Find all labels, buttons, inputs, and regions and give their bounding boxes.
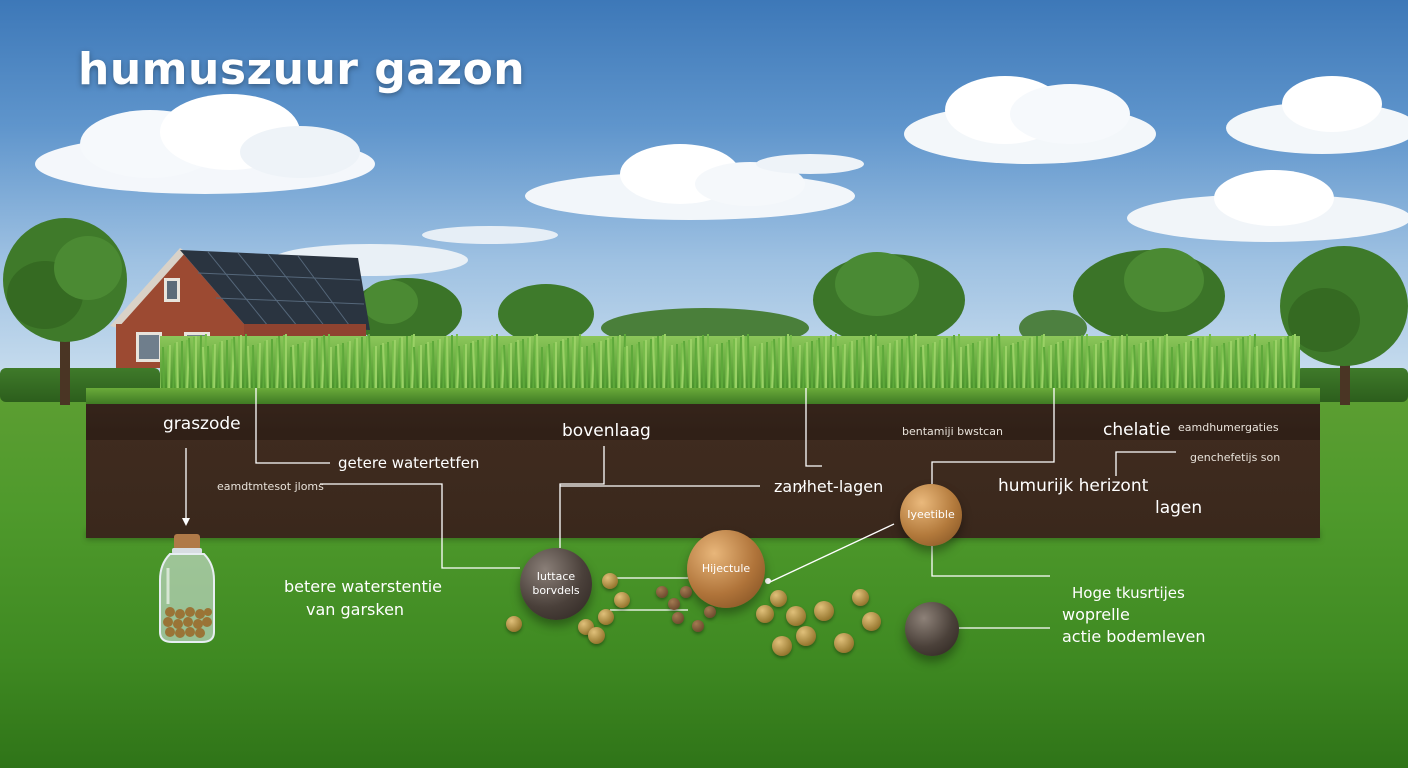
pellet bbox=[614, 592, 630, 608]
pellet bbox=[656, 586, 668, 598]
label-woprelle: woprelle bbox=[1062, 605, 1130, 624]
pellet bbox=[862, 612, 881, 631]
sphere-label-line: Iuttace bbox=[532, 570, 579, 584]
pellet bbox=[506, 616, 522, 632]
pellet bbox=[834, 633, 854, 653]
pellet bbox=[598, 609, 614, 625]
pellet bbox=[786, 606, 806, 626]
pellet bbox=[770, 590, 787, 607]
label-hoge-tkusrtijes: Hoge tkusrtijes bbox=[1072, 584, 1185, 602]
sphere-label-line: Hijectule bbox=[702, 562, 750, 576]
pellet bbox=[796, 626, 816, 646]
label-actieve-bodemleven: actie bodemleven bbox=[1062, 627, 1206, 646]
label-betere-waterteffen: getere watertetfen bbox=[338, 454, 479, 472]
pellet bbox=[588, 627, 605, 644]
pellet bbox=[668, 598, 680, 610]
pellet bbox=[602, 573, 618, 589]
sphere-label-line: Iyeetible bbox=[907, 508, 954, 522]
pellet bbox=[672, 612, 684, 624]
label-betere-waterstentie: betere waterstentie bbox=[284, 577, 442, 596]
label-bovenlaag: bovenlaag bbox=[562, 421, 651, 441]
label-van-garsken: van garsken bbox=[306, 600, 404, 619]
sphere-bronze-large: Hijectule bbox=[687, 530, 765, 608]
label-humergaties: eamdhumergaties bbox=[1178, 421, 1279, 434]
jar-icon bbox=[156, 534, 218, 646]
label-omdelen: eamdtmtesot jloms bbox=[217, 480, 324, 493]
label-humusrijk-horizont: humurijk herizont bbox=[998, 476, 1148, 496]
label-genchelet: genchefetijs son bbox=[1190, 451, 1280, 464]
pellet bbox=[692, 620, 704, 632]
pellet bbox=[772, 636, 792, 656]
pellet bbox=[704, 606, 716, 618]
pellet bbox=[852, 589, 869, 606]
sphere-humic-particle: Iuttace borvdels bbox=[520, 548, 592, 620]
label-chelatie: chelatie bbox=[1103, 420, 1171, 440]
label-graszode: graszode bbox=[163, 414, 241, 434]
sphere-bronze-small: Iyeetible bbox=[900, 484, 962, 546]
label-lagen: lagen bbox=[1155, 498, 1202, 518]
pellet bbox=[814, 601, 834, 621]
pellet bbox=[680, 586, 692, 598]
pellet bbox=[756, 605, 774, 623]
sphere-dark-small bbox=[905, 602, 959, 656]
label-bentamij: bentamiji bwstcan bbox=[902, 425, 1003, 438]
sphere-label-line: borvdels bbox=[532, 584, 579, 598]
label-zandlagen: zanl̷het-lagen bbox=[774, 477, 883, 496]
